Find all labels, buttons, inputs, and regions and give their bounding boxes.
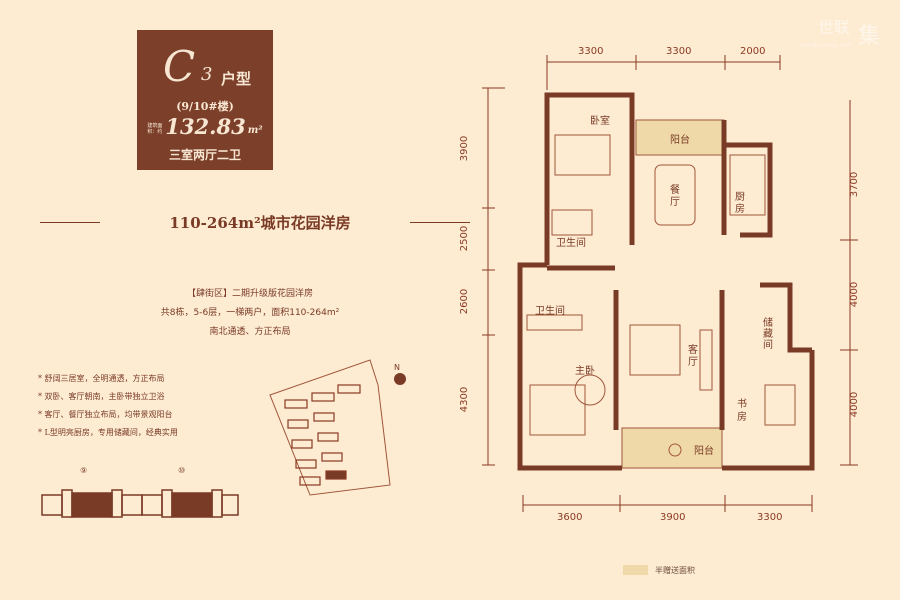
dim-top: 3300 — [578, 46, 604, 57]
dim-top: 3300 — [666, 46, 692, 57]
dim-right: 4000 — [849, 281, 861, 308]
room-study: 书房 — [737, 399, 747, 423]
info-line: 南北通透、方正布局 — [209, 327, 291, 337]
watermark-logo: 世联 — [818, 18, 851, 37]
dim-left: 2500 — [459, 225, 471, 252]
unit-type-badge: C 3 户型 (9/10#楼) 建筑面积：约 132.83 m² 三室两厅二卫 — [137, 30, 273, 170]
info-line: 【肆街区】二期升级版花园洋房 — [186, 289, 313, 299]
type-letter: C — [163, 42, 196, 91]
building-label: ⑩ — [178, 466, 186, 475]
dimension-lines — [482, 55, 858, 512]
walls — [517, 92, 815, 471]
room-bath-1: 卫生间 — [556, 238, 586, 249]
buildings: (9/10#楼) — [176, 100, 234, 113]
legend-swatch — [623, 565, 648, 575]
divider — [410, 222, 470, 223]
type-number: 3 — [201, 64, 213, 85]
watermark-logo-char: 集 — [858, 24, 881, 49]
north-label: N — [394, 363, 400, 372]
type-suffix: 户型 — [221, 70, 252, 88]
room-living: 客厅 — [688, 345, 698, 368]
dim-bottom: 3900 — [660, 512, 686, 523]
balcony-south-area — [621, 427, 723, 469]
balcony-north-area — [635, 119, 725, 156]
dim-right: 4000 — [849, 391, 861, 418]
heading: 110-264m²城市花园洋房 — [169, 214, 351, 232]
feature-item: * 双卧、客厅朝南，主卧带独立卫浴 — [38, 392, 165, 401]
room-balcony-north: 阳台 — [670, 135, 690, 146]
room-storage: 储藏间 — [763, 318, 773, 351]
feature-item: * 舒阔三居室，全明通透，方正布局 — [38, 374, 165, 383]
feature-item: * L型明亮厨房，专用储藏间，经典实用 — [38, 428, 178, 437]
building-thumbnails — [41, 489, 239, 518]
legend-label: 半赠送面积 — [655, 566, 695, 575]
dim-bottom: 3300 — [757, 512, 783, 523]
dim-left: 2600 — [459, 288, 471, 315]
dim-bottom: 3600 — [557, 512, 583, 523]
compass-icon — [394, 373, 406, 385]
room-dining: 餐厅 — [670, 185, 680, 208]
room-bath-2: 卫生间 — [535, 306, 565, 317]
dim-right: 3700 — [849, 171, 861, 198]
divider — [40, 222, 100, 223]
watermark-url: worldunionjs.com — [800, 42, 853, 49]
room-kitchen: 厨房 — [735, 192, 745, 215]
dim-left: 4300 — [459, 386, 471, 413]
feature-item: * 客厅、餐厅独立布局，均带景观阳台 — [38, 410, 173, 419]
area-unit: m² — [247, 125, 263, 136]
room-summary: 三室两厅二卫 — [168, 148, 241, 162]
room-master: 主卧 — [575, 366, 595, 377]
info-line: 共8栋，5-6层，一梯两户，面积110-264m² — [160, 308, 340, 318]
area-row: 建筑面积：约 132.83 m² — [137, 115, 273, 139]
area-value: 132.83 — [165, 114, 246, 139]
furniture — [526, 134, 796, 457]
site-plan — [269, 359, 391, 496]
dim-left: 3900 — [459, 135, 471, 162]
dim-top: 2000 — [740, 46, 766, 57]
room-bedroom: 卧室 — [590, 116, 610, 127]
room-balcony-south: 阳台 — [694, 446, 714, 457]
building-label: ⑨ — [80, 466, 88, 475]
area-label: 建筑面积：约 — [147, 123, 163, 135]
